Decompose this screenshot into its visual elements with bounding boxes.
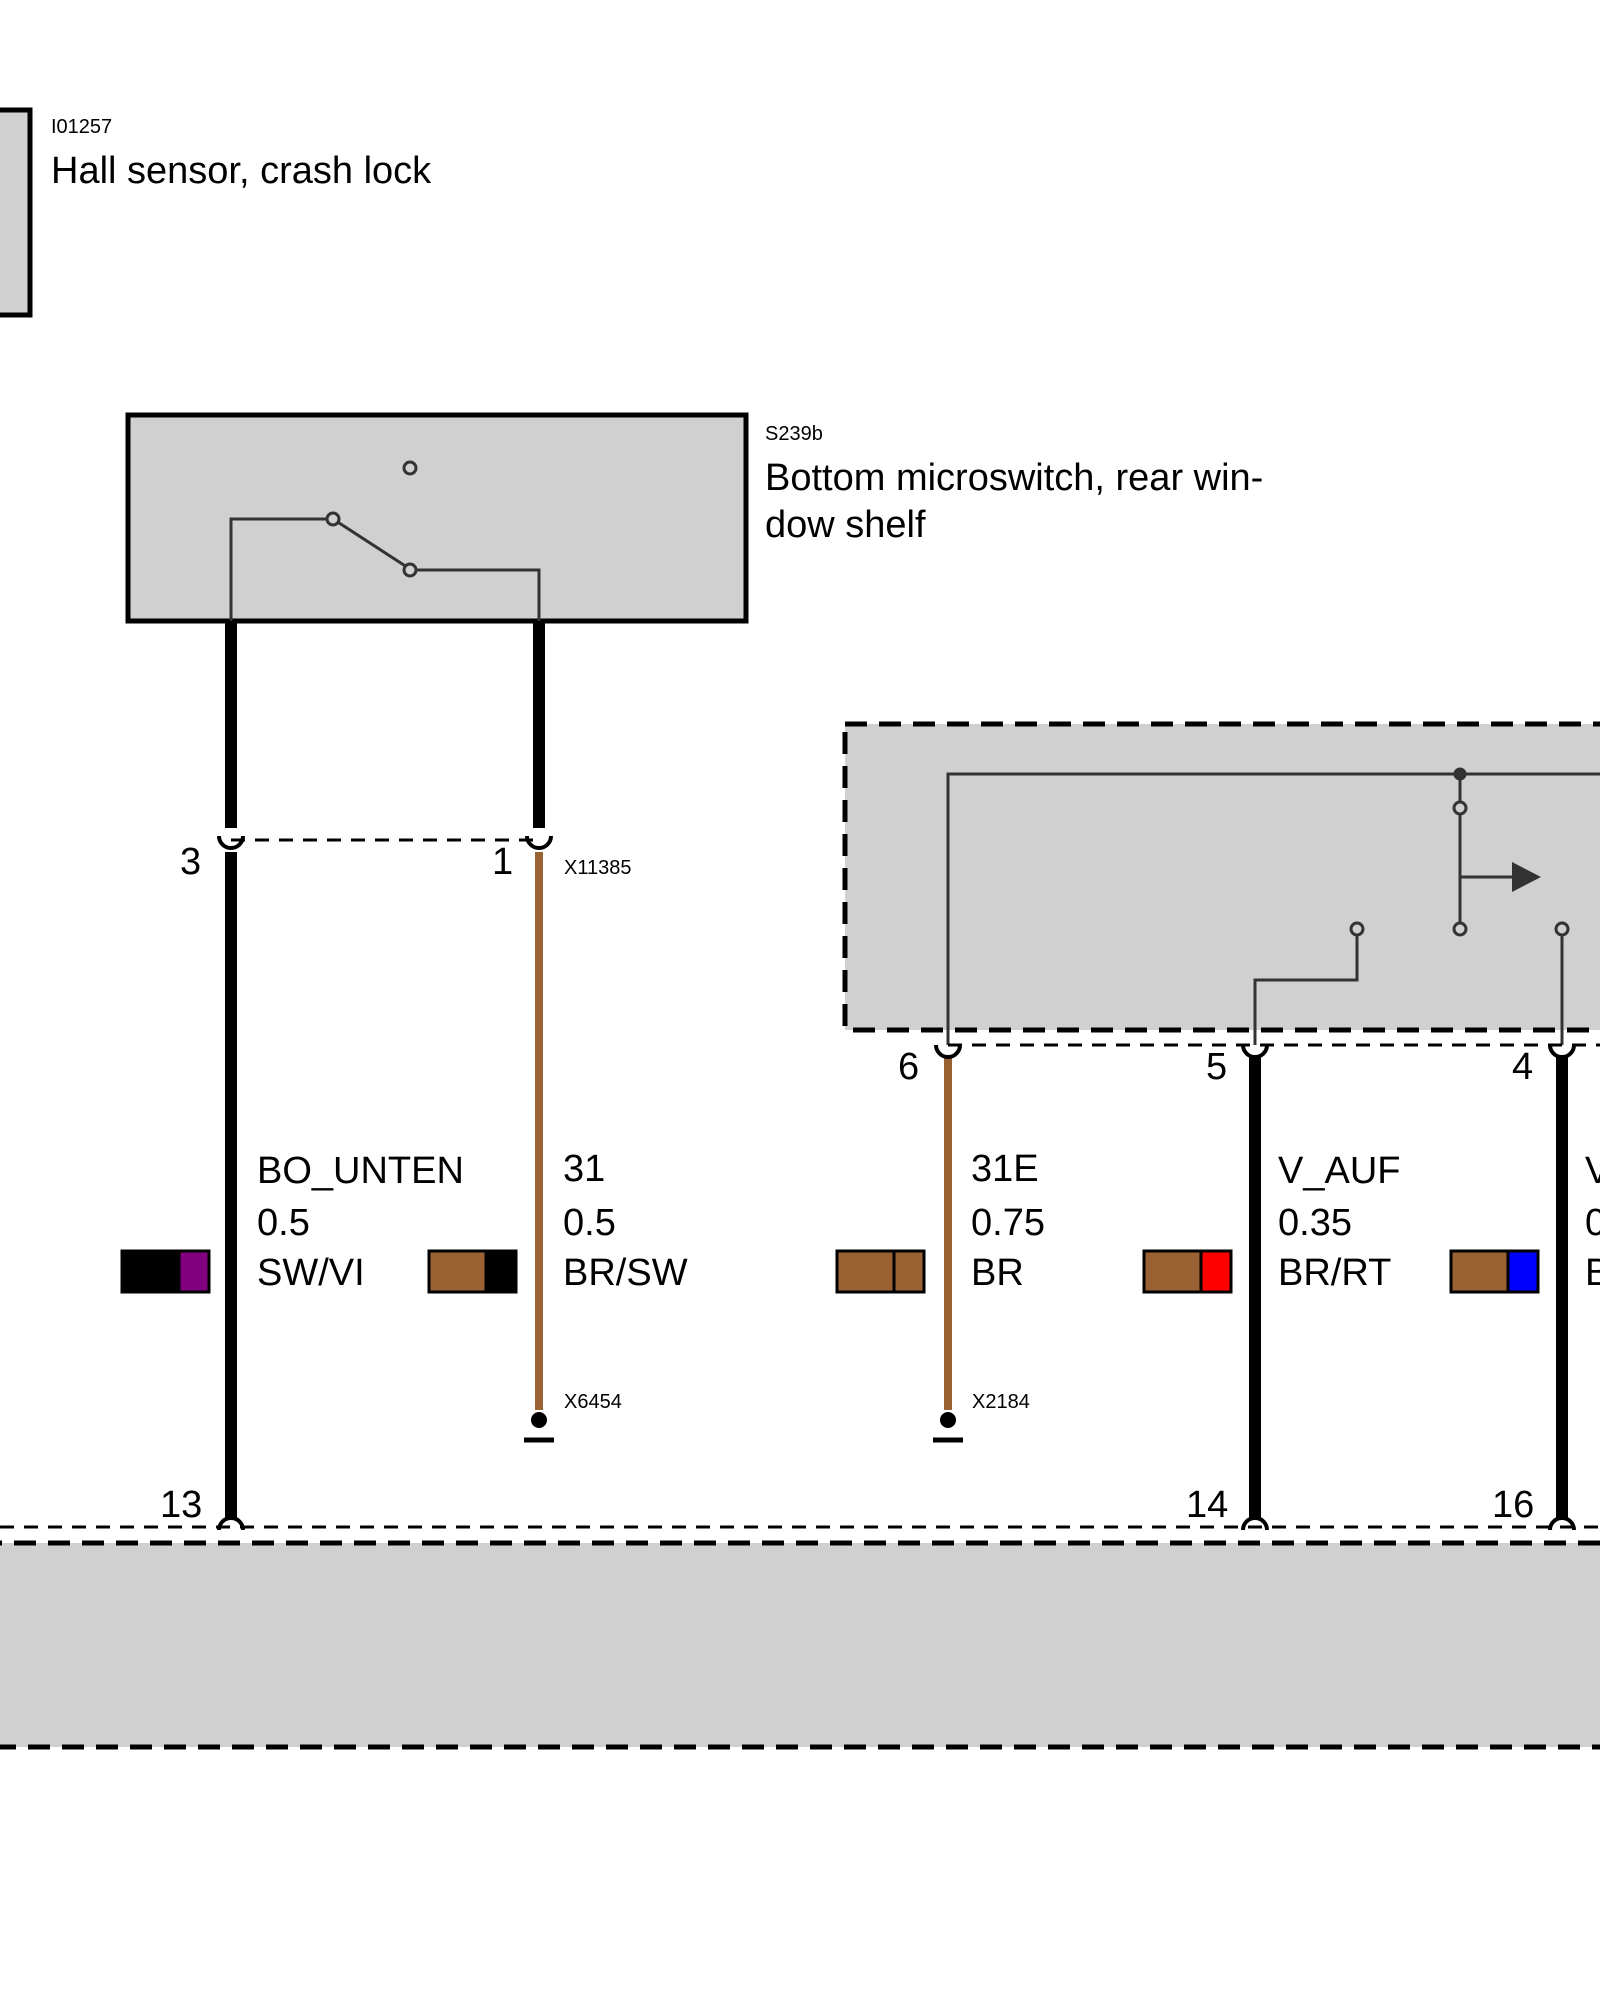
hall-sensor-box bbox=[0, 107, 33, 318]
pin-label-6: 6 bbox=[898, 1046, 919, 1088]
wire-color-code: SW/VI bbox=[257, 1252, 365, 1294]
hall-sensor-name: Hall sensor, crash lock bbox=[51, 150, 432, 192]
bottom-module-box bbox=[0, 1540, 1600, 1750]
wire-color-code: BR/SW bbox=[563, 1252, 688, 1294]
control-module-internal bbox=[946, 767, 1600, 1045]
wire-color-swatch-primary bbox=[1142, 1249, 1203, 1294]
wire-color-swatch-secondary bbox=[892, 1249, 926, 1294]
ground-x2184 bbox=[933, 1412, 963, 1443]
wire-annotation-0: BO_UNTEN 0.5 SW/VI bbox=[120, 1150, 464, 1294]
wire-gauge: 0.5 bbox=[257, 1202, 310, 1244]
wire-color-swatch-primary bbox=[1449, 1249, 1510, 1294]
pin-label-4: 4 bbox=[1512, 1046, 1533, 1088]
wire-annotation-2: 31E 0.75 BR bbox=[835, 1148, 1045, 1294]
wire-gauge: 0 bbox=[1585, 1202, 1600, 1244]
pin-label-14: 14 bbox=[1186, 1484, 1228, 1526]
connector-label-x11385: X11385 bbox=[564, 857, 631, 879]
microswitch-component: S239b Bottom microswitch, rear win- dow … bbox=[125, 412, 1263, 624]
wire-signal: 31E bbox=[971, 1148, 1039, 1190]
microswitch-box bbox=[125, 412, 749, 624]
wire-color-swatch-primary bbox=[120, 1249, 181, 1294]
wire-signal: BO_UNTEN bbox=[257, 1150, 464, 1192]
terminal-6 bbox=[934, 1044, 962, 1059]
terminal-5 bbox=[1241, 1044, 1269, 1059]
terminal-4 bbox=[1548, 1044, 1576, 1059]
pin-terminals bbox=[217, 835, 1576, 1531]
wire-color-code: B bbox=[1585, 1252, 1600, 1294]
bottom-module-component bbox=[0, 1525, 1600, 1750]
wire-annotation-3: V_AUF 0.35 BR/RT bbox=[1142, 1150, 1400, 1294]
switch-contact-symbol bbox=[229, 460, 541, 621]
wire-gauge: 0.5 bbox=[563, 1202, 616, 1244]
hall-sensor-component: I01257 Hall sensor, crash lock bbox=[0, 107, 432, 318]
connector-label-x6454: X6454 bbox=[564, 1391, 622, 1413]
arrow-icon bbox=[1512, 862, 1541, 892]
wire-color-code: BR bbox=[971, 1252, 1024, 1294]
terminal-16 bbox=[1548, 1516, 1576, 1531]
wire-color-code: BR/RT bbox=[1278, 1252, 1391, 1294]
pin-label-5: 5 bbox=[1206, 1046, 1227, 1088]
control-module-component bbox=[842, 721, 1600, 1045]
ground-x6454 bbox=[524, 1412, 554, 1443]
microswitch-code: S239b bbox=[765, 423, 823, 445]
pin-label-16: 16 bbox=[1492, 1484, 1534, 1526]
hall-sensor-code: I01257 bbox=[51, 116, 112, 138]
wire-annotation-1: 31 0.5 BR/SW bbox=[427, 1148, 688, 1294]
wire-gauge: 0.75 bbox=[971, 1202, 1045, 1244]
pin-label-13: 13 bbox=[160, 1484, 202, 1526]
pin-label-3: 3 bbox=[180, 841, 201, 883]
wire-color-swatch-primary bbox=[835, 1249, 896, 1294]
wire-signal: V_AUF bbox=[1278, 1150, 1400, 1192]
pin-label-1: 1 bbox=[492, 841, 513, 883]
connector-label-x2184: X2184 bbox=[972, 1391, 1030, 1413]
wire-color-swatch-secondary bbox=[1199, 1249, 1233, 1294]
microswitch-name-line2: dow shelf bbox=[765, 504, 926, 546]
wire-gauge: 0.35 bbox=[1278, 1202, 1352, 1244]
wire-color-swatch-primary bbox=[427, 1249, 488, 1294]
wire-signal: 31 bbox=[563, 1148, 605, 1190]
microswitch-name-line1: Bottom microswitch, rear win- bbox=[765, 457, 1263, 499]
terminal-13 bbox=[217, 1516, 245, 1531]
wire-color-swatch-secondary bbox=[1506, 1249, 1540, 1294]
wire-color-swatch-secondary bbox=[177, 1249, 211, 1294]
wire-annotation-4: V 0 B bbox=[1449, 1150, 1600, 1294]
terminal-14 bbox=[1241, 1516, 1269, 1531]
terminal-1 bbox=[525, 835, 553, 850]
terminal-3 bbox=[217, 835, 245, 850]
wire-color-swatch-secondary bbox=[484, 1249, 518, 1294]
wire-signal: V bbox=[1585, 1150, 1600, 1192]
